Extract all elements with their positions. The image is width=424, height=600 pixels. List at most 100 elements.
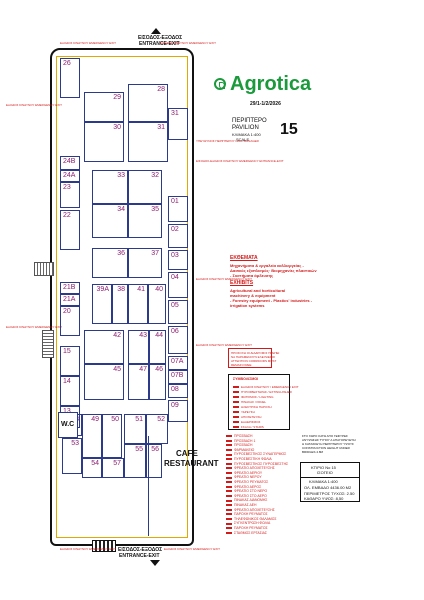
booth-number: 07A — [171, 358, 184, 365]
legend-item: ΕΞΑΕΡΙΣΜΟΣ — [233, 420, 260, 424]
legend-label: ΤΗΛΕΦΩΝΙΚΟΣ ΘΑΛΑΜΟΣ — [234, 516, 277, 521]
legend-label: ΦΡΕΑΤΙΟ ΑΕΡΟΣ — [234, 484, 262, 489]
legend-label: ΗΛΕΚΤΡΙΚΗ ΠΑΡΟΧΗ — [241, 405, 272, 409]
booth-number: 21B — [63, 284, 76, 291]
legend-row: ΠΙΝΑΚΑΣ ΔΕΗ — [226, 503, 256, 507]
booth-left: 21A — [60, 294, 80, 306]
pavilion-scale-gr: ΚΛΙΜΑΚΑ 1:400 — [232, 132, 261, 137]
pavilion-scale-en: SCALE — [236, 137, 250, 142]
pavilion-number: 15 — [280, 121, 298, 138]
booth-center: 53 — [62, 438, 82, 474]
legend-swatch — [226, 458, 232, 461]
legend-row: ΠΑΡΟΧΗ ΡΕΥΜΑΤΟΣ — [226, 512, 268, 516]
legend-label: ΦΩΤΙΣΜΟΣ / LIGHTING — [241, 395, 274, 399]
legend-row: ΦΡΕΑΤΙΟ ΡΕΥΜΑΤΟΣ — [226, 480, 268, 484]
booth-number: 40 — [155, 286, 163, 293]
stats-height: ΚΑΘΑΡΟ ΥΨΟΣ: 8,50 — [304, 496, 344, 501]
booth-number: 49 — [91, 416, 99, 423]
booth-number: 21A — [63, 296, 76, 303]
booth-right: 03 — [168, 250, 188, 270]
exhibits-title-gr: ΕΚΘΕΜΑΤΑ — [230, 255, 258, 261]
emergency-exit-note-r3: ΕΞΟΔΟΣ ΚΙΝΔΥΝΟΥ EMERGENCY EXIT — [196, 343, 252, 347]
legend-swatch — [226, 439, 232, 442]
legend-item: ΦΩΤΙΣΜΟΣ / LIGHTING — [233, 395, 274, 399]
notice-line: ATTENTION CORRIDORS MUST — [231, 359, 277, 363]
legend-row: ΦΡΕΑΤΙΟ ΣΤΟ ΝΕΡΟ — [226, 489, 267, 493]
booth-right: 31 — [168, 108, 188, 140]
legend-swatch — [226, 490, 232, 493]
legend-label: ΠΥΡΟΣΒΕΣΤΙΚΗ ΦΩΛΙΑ — [234, 457, 272, 461]
legend-swatch — [226, 476, 232, 479]
legend-label: ΠΡΟΣΒΑΣΗ 1 — [234, 438, 256, 443]
booth-center: 57 — [102, 458, 124, 478]
booth-center: 28 — [128, 84, 168, 122]
stats-title: ΚΤΙΡΙΟ Νο 15 — [311, 465, 336, 470]
booth-number: 06 — [171, 328, 179, 335]
booth-right: 01 — [168, 196, 188, 222]
booth-center: 50 — [102, 414, 122, 458]
legend-row: ΠΡΟΣΒΑΣΗ 1 — [226, 439, 255, 443]
legend-label: ΦΡΕΑΤΙΟ ΑΠΟΧΕΤΕΥΣΗΣ — [234, 507, 275, 512]
legend-label: ΕΞΟΔΟΣ ΚΙΝΔΥΝΟΥ / EMERGENCY EXIT — [241, 385, 299, 389]
emergency-exit-note-tr: ΕΞΟΔΟΣ ΚΙΝΔΥΝΟΥ EMERGENCY EXIT — [160, 41, 216, 45]
legend-label: ΣΥΓΚΕΝΤΡΩΣΗ ΦΩΛΙΑ — [234, 521, 271, 526]
legend-swatch — [233, 391, 239, 394]
booth-center: 36 — [92, 248, 128, 278]
legend-title: ΣΥΜΒΟΛΙΣΜΟΙ — [233, 377, 259, 381]
emergency-exit-note-br: ΕΞΟΔΟΣ ΚΙΝΔΥΝΟΥ EMERGENCY EXIT — [164, 547, 220, 551]
legend-swatch — [226, 527, 232, 530]
legend-label: ΣΚΑΛΑ / STAIRS — [241, 425, 264, 429]
legend-swatch — [226, 485, 232, 488]
booth-number: 02 — [171, 226, 179, 233]
booth-center: 56 — [146, 444, 162, 478]
booth-center: 54 — [82, 458, 102, 478]
stats-area: ΟΛ. ΕΜΒΑΔΟ 4436.00 M2 — [304, 485, 352, 490]
legend-item: ΥΔΡΕΥΣΗ — [233, 410, 255, 414]
booth-center: 31 — [128, 122, 168, 162]
legend-item: ΠΙΝΑΚΑΣ / PANEL — [233, 400, 266, 404]
building-stats-box: ΚΤΙΡΙΟ Νο 15 ΙΣΟΓΕΙΟ ΚΛΙΜΑΚΑ 1:400 ΟΛ. Ε… — [300, 462, 360, 502]
symbol-legend-box: ΣΥΜΒΟΛΙΣΜΟΙ ΕΞΟΔΟΣ ΚΙΝΔΥΝΟΥ / EMERGENCY … — [228, 374, 299, 430]
booth-number: 34 — [117, 206, 125, 213]
hall-manager-note: ΥΠΕΥΘΥΝΟΣ ΠΕΡΙΠΤΕΡΟΥ HALL MANAGER — [196, 139, 259, 143]
booth-left: 23 — [60, 182, 80, 208]
booth-center: 33 — [92, 170, 128, 204]
booth-number: 43 — [139, 332, 147, 339]
restaurant-label: RESTAURANT — [164, 459, 219, 468]
legend-swatch — [233, 401, 239, 404]
legend-label: ΠΑΡΟΧΗ ΡΕΥΜΑΤΟΣ — [234, 512, 268, 517]
legend-label: ΠΙΝΑΚΑΣ ΔΙΑΝΟΜΗΣ — [234, 498, 268, 503]
booth-center: 41 — [128, 284, 148, 324]
booth-number: 09 — [171, 402, 179, 409]
booth-left: 20 — [60, 306, 80, 336]
legend-swatch — [226, 504, 232, 507]
bottom-gate — [92, 540, 116, 552]
booth-center: 43 — [128, 330, 150, 364]
booth-center: 38 — [112, 284, 128, 324]
booth-right: 08 — [168, 384, 188, 398]
booth-number: 50 — [111, 416, 119, 423]
legend-label: ΦΡΕΑΤΙΟ ΣΤΟ ΝΕΡΟ — [234, 489, 268, 494]
exhibits-line-en: machinery & equipment — [230, 293, 276, 298]
booth-number: 24B — [63, 158, 76, 165]
exhibits-line-gr: - Συστήματα άρδευσης — [230, 273, 274, 278]
booth-number: 38 — [117, 286, 125, 293]
side-stair-left — [34, 262, 54, 276]
side-door-left — [42, 330, 54, 358]
legend-row: ΦΡΕΑΤΙΟ ΣΤΟ ΑΕΡΟ — [226, 494, 267, 498]
legend-row: ΦΡΕΑΤΙΟ ΑΠΟΧΕΤΕΥΣΗΣ — [226, 508, 275, 512]
booth-number: 35 — [151, 206, 159, 213]
legend-row: ΦΡΕΑΤΙΟ ΝΕΡΟΥ — [226, 475, 262, 479]
booth-number: 53 — [71, 440, 79, 447]
booth-center: 42 — [84, 330, 124, 364]
notice-line: ΣΤΟ ΧΩΡΟ ΚΑΤΩ ΑΠΟ ΓΕΦΥΡΕΣ — [302, 434, 348, 438]
booth-center: 35 — [128, 204, 162, 238]
legend-row: ΠΡΟΣΒΑΣΗ — [226, 443, 253, 447]
exhibits-title-en: EXHIBITS — [230, 280, 254, 286]
legend-swatch — [226, 471, 232, 474]
legend-swatch — [226, 462, 232, 465]
notice-line: BRIDGES 4.8M — [302, 450, 324, 454]
legend-swatch — [233, 416, 239, 419]
